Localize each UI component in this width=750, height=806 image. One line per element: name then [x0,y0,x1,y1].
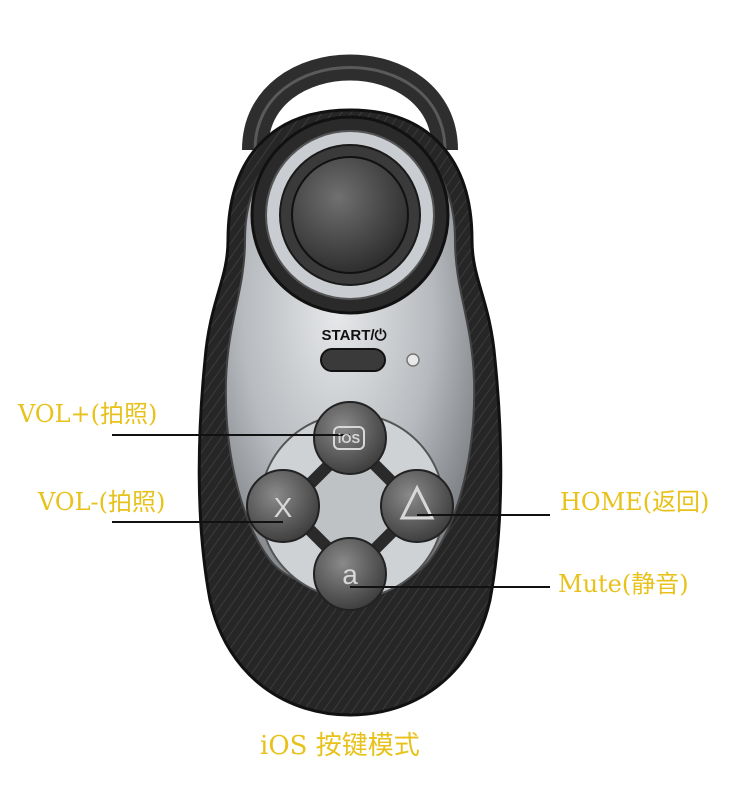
label-vol-down: VOL-(拍照) [38,488,166,516]
x-button-text: X [274,492,293,523]
a-button [313,537,387,611]
label-vol-up: VOL+(拍照) [18,400,158,428]
a-button-text: a [342,559,358,590]
led-indicator [406,353,420,367]
start-button [320,348,386,372]
start-label: START/⏻ [322,327,387,344]
label-home: HOME(返回) [560,488,710,516]
triangle-icon [399,484,435,520]
label-mute: Mute(静音) [558,570,689,598]
ios-button-text: iOS [338,431,361,446]
x-button [246,469,320,543]
triangle-button [380,469,454,543]
ios-button [313,401,387,475]
ios-icon-frame [333,426,365,450]
caption-ios-mode: iOS 按键模式 [260,731,420,761]
joystick-icon [291,156,409,274]
